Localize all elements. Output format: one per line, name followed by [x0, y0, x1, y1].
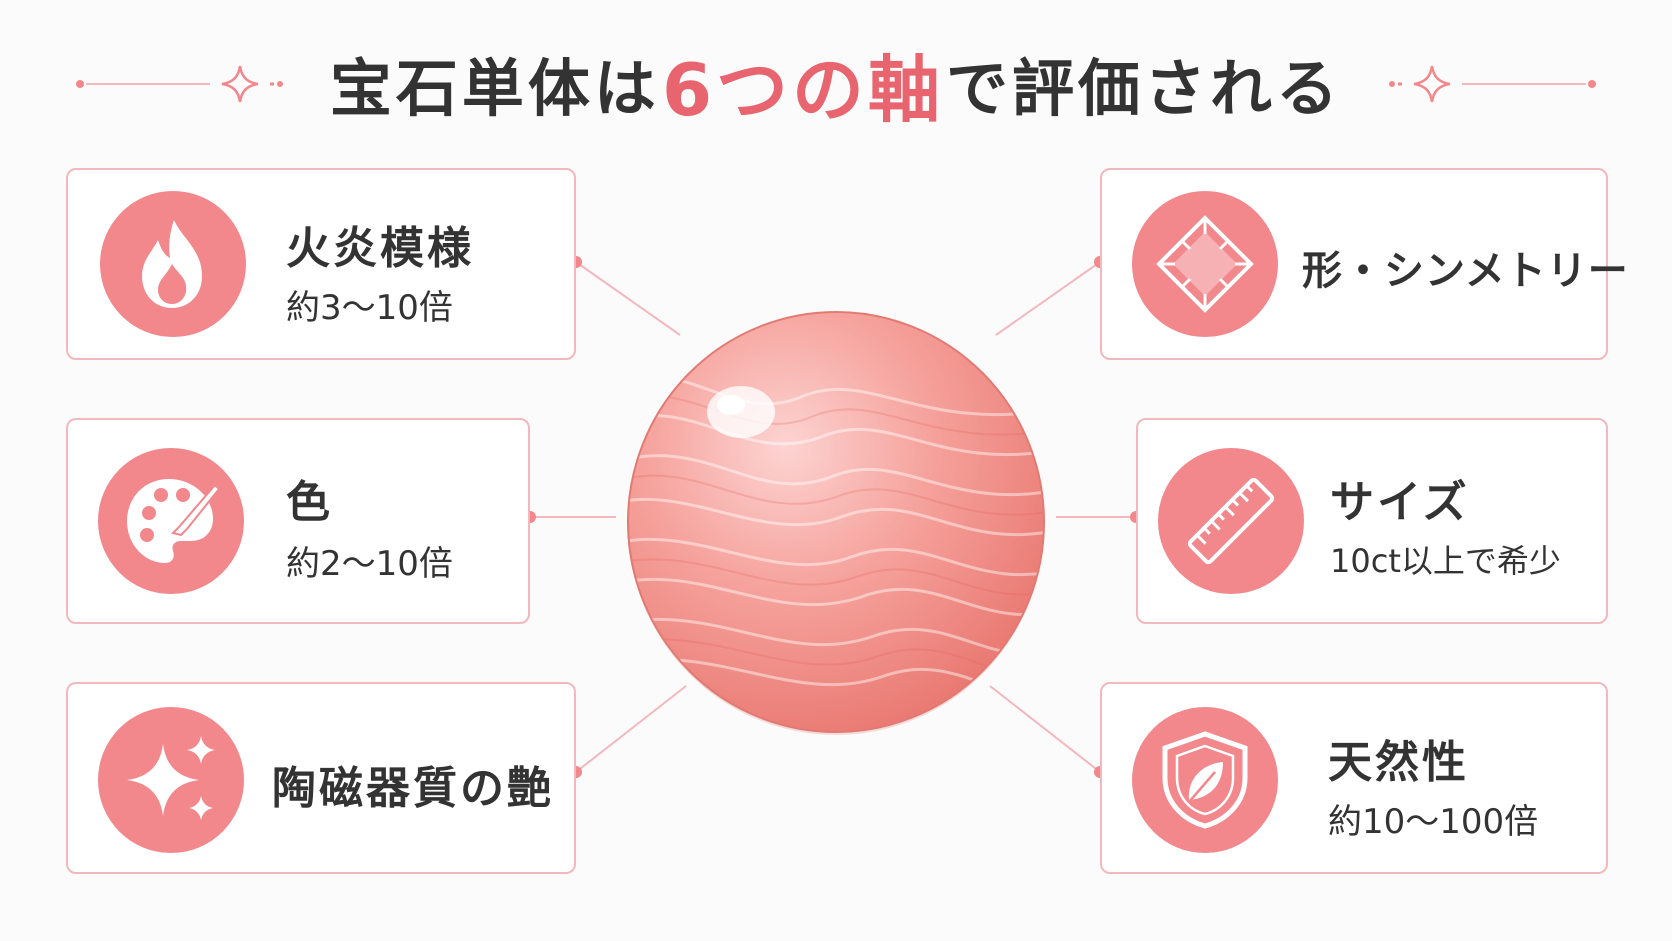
factor-card-color: 色 約2～10倍: [66, 418, 530, 624]
title-accent: 6つの軸: [661, 47, 945, 132]
leaf-shield-icon: [1162, 731, 1248, 829]
factor-value-fire-pattern: 約3～10倍: [286, 288, 453, 328]
factor-label-natural: 天然性: [1328, 737, 1469, 788]
title-decoration-left: [76, 65, 283, 103]
factor-label-color: 色: [286, 477, 333, 528]
factor-card-fire-pattern: 火炎模様 約3～10倍: [66, 168, 576, 360]
sparkle-icon: [127, 736, 215, 820]
sparkle-icon-circle: [98, 707, 244, 853]
gem-sphere: [627, 311, 1045, 735]
ruler-icon-circle: [1158, 448, 1304, 594]
factor-value-color: 約2～10倍: [286, 544, 453, 584]
factor-card-natural: 天然性 約10～100倍: [1100, 682, 1608, 874]
leaf-shield-icon-circle: [1132, 707, 1278, 853]
flame-icon-circle: [100, 191, 246, 337]
factor-card-shape: 形・シンメトリー: [1100, 168, 1628, 360]
factor-label-luster: 陶磁器質の艶: [272, 763, 554, 814]
gem-cut-icon: [1156, 215, 1254, 313]
palette-icon-circle: [98, 448, 244, 594]
gem-cut-icon-circle: [1132, 191, 1278, 337]
page-title: 宝石単体は 6つの軸 で評価される: [0, 38, 1672, 132]
flame-icon: [142, 220, 202, 308]
title-decoration-right: [1389, 65, 1596, 103]
title-part2: で評価される: [946, 52, 1343, 125]
factor-label-size: サイズ: [1330, 477, 1470, 528]
factor-card-size: サイズ 10ct以上で希少: [1136, 418, 1608, 624]
factor-card-luster: 陶磁器質の艶: [66, 682, 576, 874]
ruler-icon: [1187, 477, 1275, 565]
factor-value-natural: 約10～100倍: [1328, 802, 1539, 842]
factor-label-fire-pattern: 火炎模様: [286, 223, 474, 274]
title-part1: 宝石単体は: [329, 52, 660, 125]
factor-value-size: 10ct以上で希少: [1330, 542, 1561, 580]
factor-label-shape: 形・シンメトリー: [1302, 248, 1629, 294]
palette-icon: [127, 479, 221, 563]
